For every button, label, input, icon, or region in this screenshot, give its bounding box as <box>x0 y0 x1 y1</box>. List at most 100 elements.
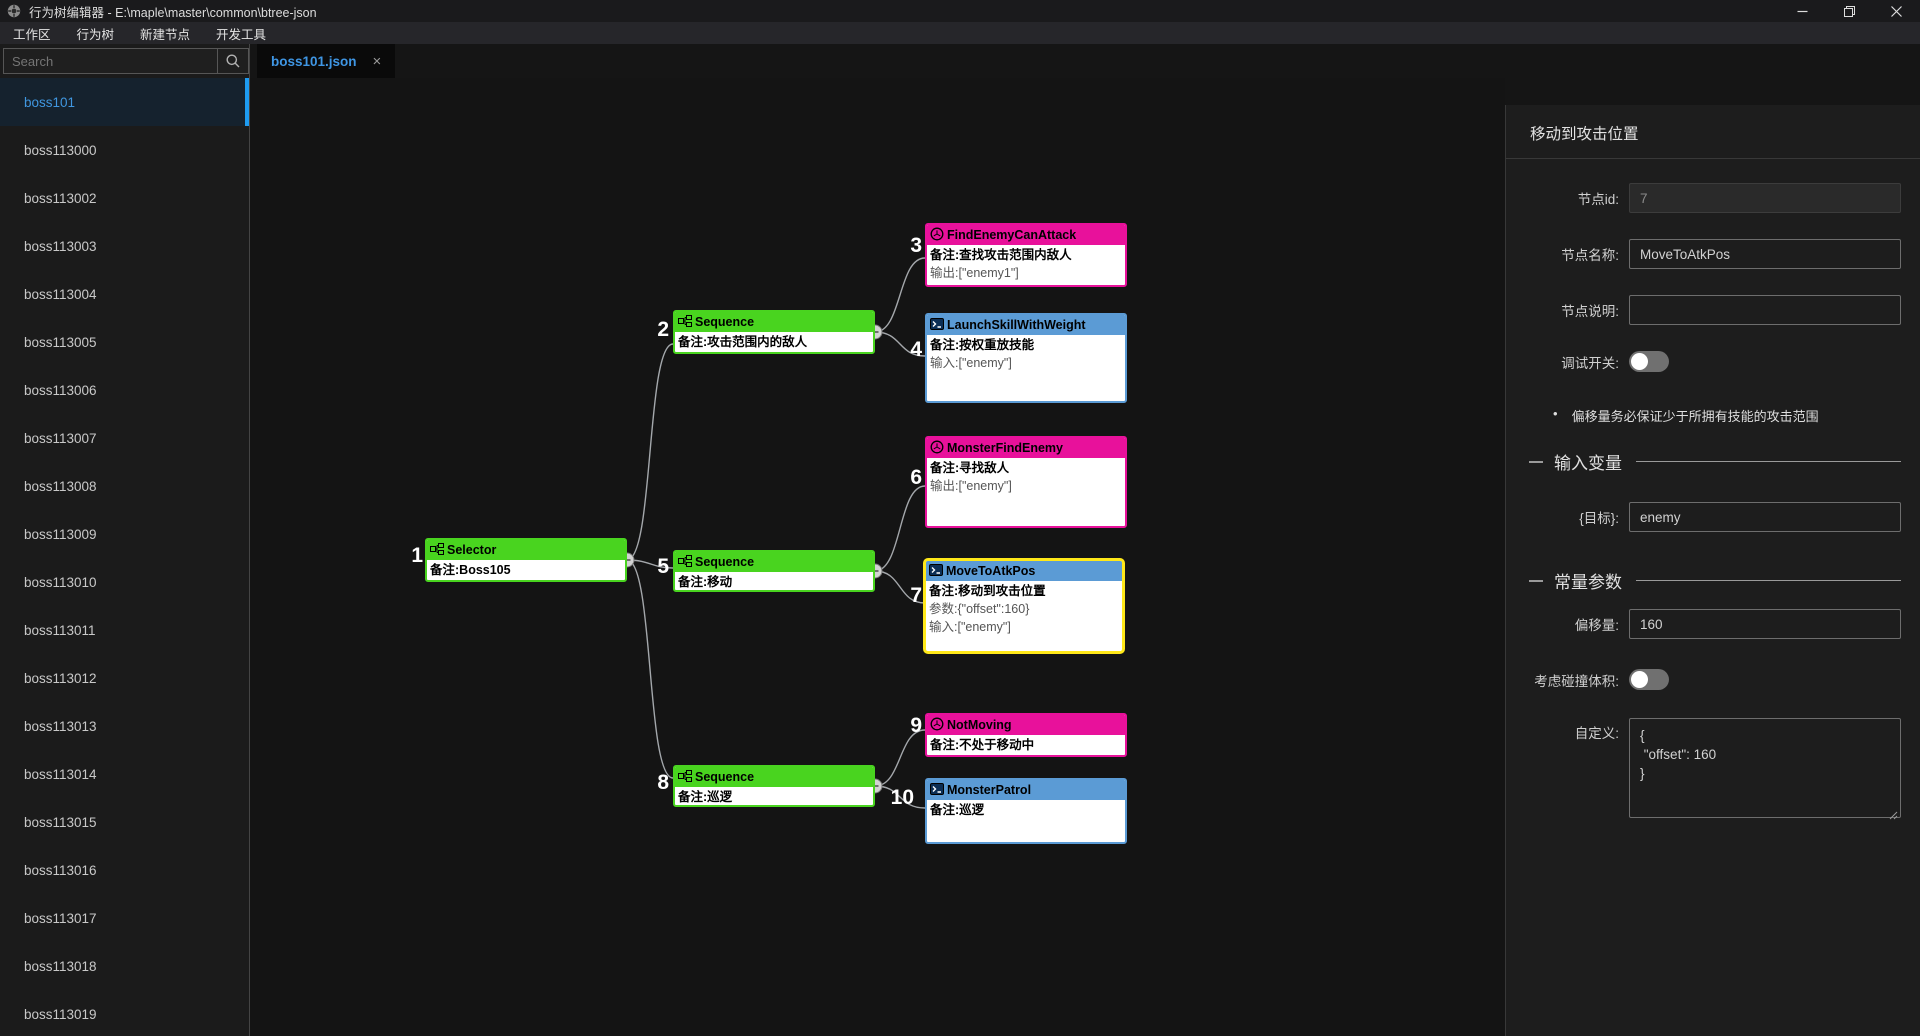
sidebar-item-boss113010[interactable]: boss113010 <box>24 574 97 590</box>
divider <box>1506 158 1920 159</box>
collision-toggle[interactable] <box>1629 669 1669 690</box>
action-icon <box>930 317 944 333</box>
sidebar-item-boss113005[interactable]: boss113005 <box>24 334 97 350</box>
sidebar-item-boss113015[interactable]: boss113015 <box>24 814 97 830</box>
selected-accent-bar <box>245 78 249 126</box>
bt-node-monsterfindenemy-6[interactable]: MonsterFindEnemy 备注:寻找敌人输出:["enemy"] <box>925 436 1127 528</box>
node-name-label: 节点名称: <box>1561 248 1619 263</box>
node-output: 输出:["enemy"] <box>930 479 1012 493</box>
node-title: MonsterFindEnemy <box>947 441 1063 455</box>
sidebar-item-boss113003[interactable]: boss113003 <box>24 238 97 254</box>
sidebar-item-boss113019[interactable]: boss113019 <box>24 1006 97 1022</box>
close-button[interactable] <box>1873 0 1920 22</box>
close-tab-icon[interactable]: × <box>372 52 382 70</box>
title-bar: 行为树编辑器 - E:\maple\master\common\btree-js… <box>0 0 1920 22</box>
sidebar-item-boss113018[interactable]: boss113018 <box>24 958 97 974</box>
sidebar-item-boss113014[interactable]: boss113014 <box>24 766 97 782</box>
node-note: 备注:巡逻 <box>930 803 985 817</box>
behavior-tree-canvas[interactable]: 1 2 3 4 5 6 7 8 9 10 Selector 备注:Boss105… <box>250 78 1505 1036</box>
sidebar: boss101 boss113000 boss113002 boss113003… <box>0 44 250 1036</box>
tab-strip: boss101.json × <box>250 44 1920 78</box>
bullet-icon: • <box>1553 406 1558 421</box>
node-note: 备注:按权重放技能 <box>930 338 1035 352</box>
node-note: 备注:寻找敌人 <box>930 461 1010 475</box>
node-name-field[interactable] <box>1629 239 1901 269</box>
node-note: 备注:查找攻击范围内敌人 <box>930 248 1072 262</box>
node-title: MonsterPatrol <box>947 783 1032 797</box>
node-index: 4 <box>910 338 922 361</box>
offset-hint-note: • 偏移量务必保证少于所拥有技能的攻击范围 <box>1553 406 1900 425</box>
section-input-vars: 输入变量 <box>1529 449 1901 474</box>
node-note: 备注:不处于移动中 <box>930 738 1035 752</box>
sidebar-item-boss113013[interactable]: boss113013 <box>24 718 97 734</box>
sidebar-item-boss113017[interactable]: boss113017 <box>24 910 97 926</box>
menu-behavior-tree[interactable]: 行为树 <box>76 27 115 42</box>
sidebar-item-boss113007[interactable]: boss113007 <box>24 430 97 446</box>
bt-node-monsterpatrol-10[interactable]: MonsterPatrol 备注:巡逻 <box>925 778 1127 844</box>
bt-node-launchskillwithweight-4[interactable]: LaunchSkillWithWeight 备注:按权重放技能输入:["enem… <box>925 313 1127 403</box>
sidebar-item-boss113016[interactable]: boss113016 <box>24 862 97 878</box>
content-area: boss101.json × 1 <box>250 44 1920 1036</box>
node-desc-field[interactable] <box>1629 295 1901 325</box>
node-index: 3 <box>910 234 922 257</box>
bt-node-notmoving-9[interactable]: NotMoving 备注:不处于移动中 <box>925 713 1127 757</box>
node-title: MoveToAtkPos <box>946 564 1036 578</box>
node-title: Sequence <box>695 555 755 569</box>
sidebar-item-boss113006[interactable]: boss113006 <box>24 382 97 398</box>
node-id-label: 节点id: <box>1577 192 1619 207</box>
node-title: Selector <box>447 543 497 557</box>
offset-label: 偏移量: <box>1574 618 1619 633</box>
node-desc-label: 节点说明: <box>1561 304 1619 319</box>
node-note: 备注:巡逻 <box>678 790 733 804</box>
resize-grip-icon[interactable] <box>1889 811 1898 820</box>
restore-icon <box>1844 5 1855 17</box>
app-logo-icon <box>7 4 21 18</box>
target-label: {目标}: <box>1579 511 1619 526</box>
restore-button[interactable] <box>1826 0 1873 22</box>
sidebar-item-boss113004[interactable]: boss113004 <box>24 286 97 302</box>
sidebar-item-boss113012[interactable]: boss113012 <box>24 670 97 686</box>
sidebar-item-boss101[interactable]: boss101 <box>0 78 249 126</box>
search-button[interactable] <box>218 48 249 74</box>
custom-json-field[interactable]: { "offset": 160 } <box>1629 718 1901 818</box>
node-params: 参数:{"offset":160} <box>929 602 1030 616</box>
bt-node-movetoatkpos-7[interactable]: MoveToAtkPos 备注:移动到攻击位置参数:{"offset":160}… <box>923 558 1125 654</box>
search-row <box>0 44 249 78</box>
tab-boss101-json[interactable]: boss101.json × <box>257 44 396 78</box>
bt-node-selector-1[interactable]: Selector 备注:Boss105 <box>425 538 627 582</box>
node-title: NotMoving <box>947 718 1012 732</box>
target-field[interactable] <box>1629 502 1901 532</box>
menu-workspace[interactable]: 工作区 <box>13 27 51 42</box>
section-title: 常量参数 <box>1554 573 1622 592</box>
section-line <box>1636 580 1901 581</box>
minimize-button[interactable] <box>1779 0 1826 22</box>
section-line <box>1636 461 1901 462</box>
custom-label: 自定义: <box>1574 726 1619 741</box>
node-note: 备注:Boss105 <box>430 563 511 577</box>
node-output: 输出:["enemy1"] <box>930 266 1019 280</box>
section-dash <box>1529 579 1543 582</box>
node-note: 备注:移动到攻击位置 <box>929 584 1046 598</box>
offset-field[interactable] <box>1629 609 1901 639</box>
node-index: 1 <box>411 544 423 567</box>
collision-switch-label: 考虑碰撞体积: <box>1534 673 1619 689</box>
bt-node-sequence-8[interactable]: Sequence 备注:巡逻 <box>673 765 875 807</box>
node-note: 备注:移动 <box>678 575 733 589</box>
sidebar-item-boss113000[interactable]: boss113000 <box>24 142 97 158</box>
menu-bar: 工作区 行为树 新建节点 开发工具 <box>0 22 1920 44</box>
bt-node-sequence-5[interactable]: Sequence 备注:移动 <box>673 550 875 592</box>
close-icon <box>1891 5 1902 17</box>
sidebar-item-boss113008[interactable]: boss113008 <box>24 478 97 494</box>
bt-node-sequence-2[interactable]: Sequence 备注:攻击范围内的敌人 <box>673 310 875 354</box>
composite-icon <box>678 554 692 570</box>
debug-toggle[interactable] <box>1629 351 1669 372</box>
menu-new-node[interactable]: 新建节点 <box>140 27 191 42</box>
search-input[interactable] <box>3 48 219 74</box>
window-title: 行为树编辑器 - E:\maple\master\common\btree-js… <box>29 5 317 20</box>
menu-dev-tools[interactable]: 开发工具 <box>216 27 267 42</box>
sidebar-item-boss113002[interactable]: boss113002 <box>24 190 97 206</box>
sidebar-item-boss113009[interactable]: boss113009 <box>24 526 97 542</box>
bt-node-findenemycanattack-3[interactable]: FindEnemyCanAttack 备注:查找攻击范围内敌人输出:["enem… <box>925 223 1127 287</box>
sidebar-item-boss113011[interactable]: boss113011 <box>24 622 96 638</box>
condition-icon <box>930 440 944 457</box>
